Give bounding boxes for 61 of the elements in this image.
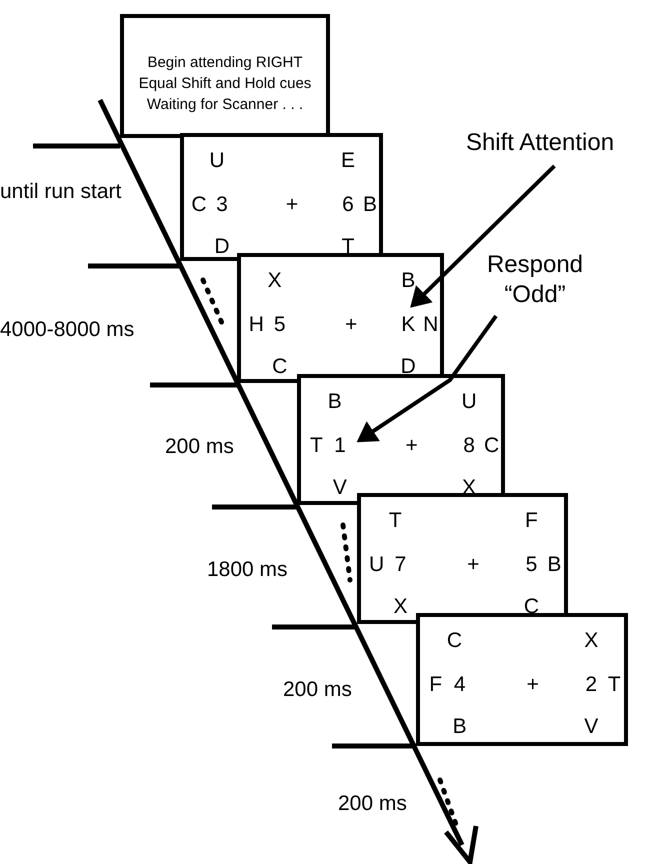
stimulus-character: B [363, 193, 377, 217]
fixation-cross: + [286, 193, 298, 217]
fixation-cross: + [526, 673, 539, 697]
stimulus-character: K [401, 313, 416, 337]
stimulus-character: C [446, 629, 462, 653]
fixation-cross: + [467, 553, 480, 577]
stimulus-character: 5 [526, 553, 538, 577]
screen-frame [237, 253, 444, 383]
stimulus-character: T [388, 509, 402, 533]
fixation-cross: + [345, 313, 358, 337]
stimulus-character: T [310, 434, 323, 458]
screen-frame [357, 493, 568, 624]
arrow [356, 314, 498, 442]
duration-label: 1800 ms [207, 557, 289, 583]
stimulus-character: X [268, 269, 282, 293]
stimulus-character: B [401, 269, 416, 293]
stimulus-character: 7 [394, 553, 406, 577]
stimulus-character: E [341, 149, 355, 173]
stimulus-character: 6 [342, 193, 354, 217]
screen-frame [416, 613, 628, 746]
stimulus-character: C [484, 434, 500, 458]
stimulus-character: T [608, 673, 621, 697]
screen-frame [120, 14, 330, 138]
stimulus-character: U [209, 149, 225, 173]
arrow [410, 164, 556, 308]
stimulus-character: D [400, 355, 416, 379]
stimulus-character: 1 [334, 434, 346, 458]
screen-frame [297, 374, 505, 505]
stimulus-character: V [584, 715, 598, 739]
screen-frame [180, 133, 383, 261]
stimulus-character: B [452, 715, 467, 739]
duration-label: 200 ms [283, 677, 353, 703]
fixation-cross: + [406, 434, 418, 458]
duration-label: 4000-8000 ms [0, 317, 136, 343]
stimulus-character: B [547, 553, 562, 577]
stimulus-character: 4 [454, 673, 466, 697]
stimulus-character: T [342, 235, 354, 259]
duration-label: 200 ms [338, 791, 408, 817]
stimulus-character: V [332, 476, 347, 500]
stimulus-character: C [272, 355, 288, 379]
stimulus-character: N [423, 313, 438, 337]
stimulus-character: B [328, 390, 342, 414]
stimulus-character: X [584, 629, 598, 653]
stimulus-character: U [369, 553, 384, 577]
stimulus-character: 3 [216, 193, 228, 217]
stimulus-character: 2 [585, 673, 598, 697]
duration-label: 200 ms [165, 434, 235, 460]
stimulus-character: 5 [274, 313, 286, 337]
stimulus-character: C [524, 595, 540, 619]
stimulus-character: C [191, 193, 207, 217]
duration-label: until run start [0, 179, 122, 205]
stimulus-character: 8 [463, 434, 475, 458]
annotation-text: Respond “Odd” [470, 250, 600, 310]
stimulus-character: F [525, 509, 538, 533]
stimulus-character: F [429, 673, 442, 697]
cue-text: Begin attending RIGHT Equal Shift and Hold cues Waiting for Scanner . . . [138, 53, 312, 115]
stimulus-character: X [393, 595, 408, 619]
stimulus-character: U [461, 390, 477, 414]
annotation-text: Shift Attention [420, 128, 658, 158]
stimulus-character: D [214, 235, 230, 259]
stimulus-character: H [248, 313, 264, 337]
